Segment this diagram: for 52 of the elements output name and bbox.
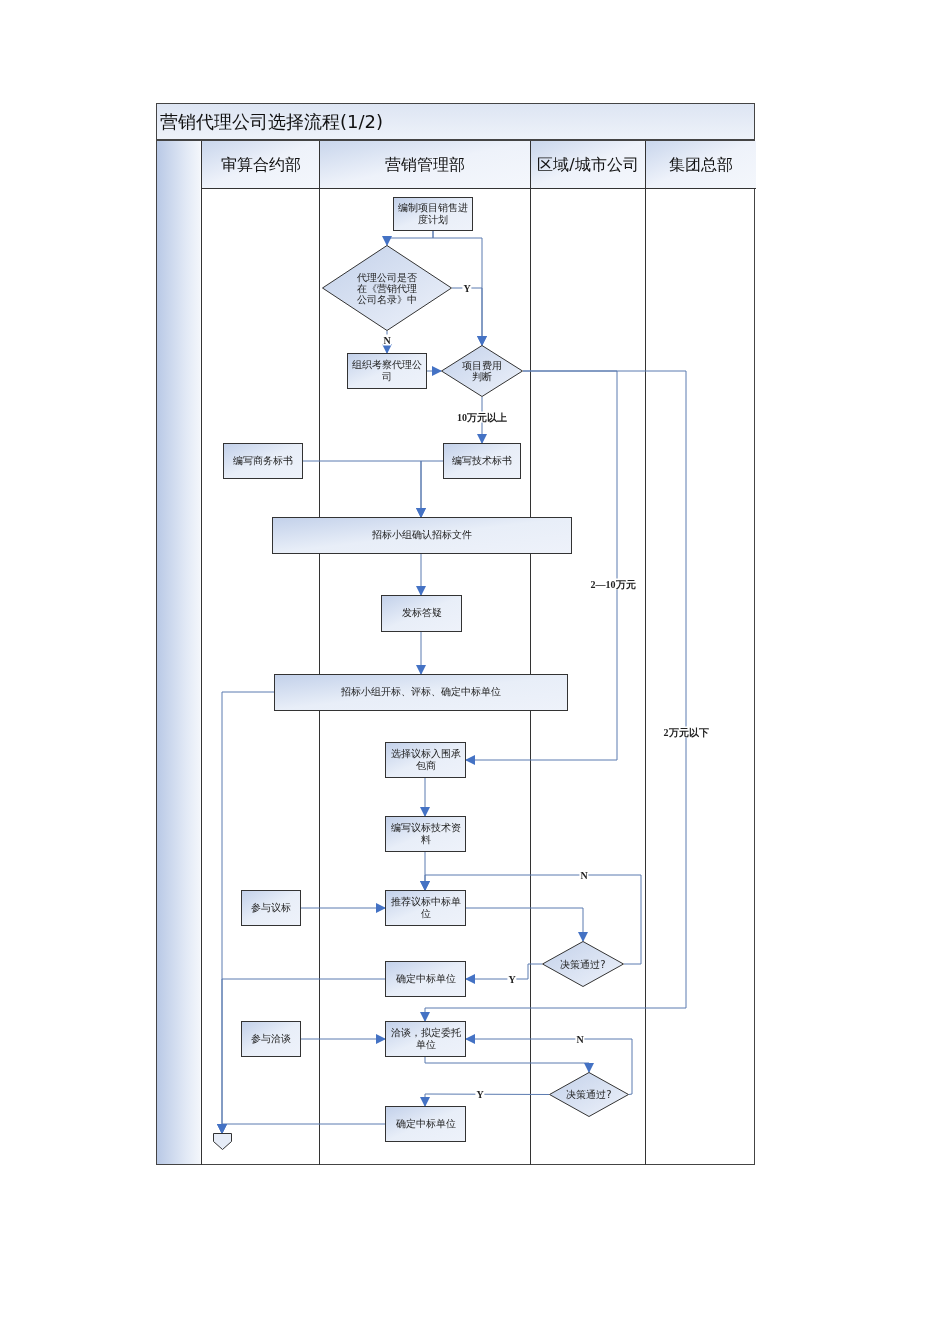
diagram-title: 营销代理公司选择流程(1/2) [157,104,754,141]
lane-header: 审算合约部 [201,141,319,189]
edge-label: Y [507,973,517,985]
process-box: 洽谈，拟定委托单位 [385,1021,466,1057]
edge-label: 2—10万元 [589,578,637,590]
connector-arrow [420,777,430,817]
connector-arrow [416,553,426,596]
process-box: 组织考察代理公司 [347,353,427,389]
decision-diamond: 决策通过? [549,1072,629,1117]
process-box: 编写技术标书 [443,443,521,479]
process-box: 参与洽谈 [241,1021,301,1057]
edge-label: N [382,334,392,346]
edge-label: Y [475,1088,485,1100]
connector-arrow [426,366,442,376]
connector-arrow [420,1093,550,1107]
decision-diamond: 代理公司是否在《营销代理公司名录》中 [322,245,452,331]
connector-arrow [451,287,487,346]
connector-arrow [477,396,487,444]
lane-header: 区域/城市公司 [530,141,645,189]
lane-header: 集团总部 [645,141,756,189]
connector-arrow [465,370,618,765]
process-box: 编写议标技术资料 [385,816,466,852]
connector-arrow [416,631,426,675]
process-box: 选择议标入围承包商 [385,742,466,778]
decision-diamond: 项目费用判断 [441,345,523,397]
off-page-connector [213,1133,232,1150]
process-box: 招标小组开标、评标、确定中标单位 [274,674,568,711]
lane-header: 营销管理部 [319,141,530,189]
process-box: 参与议标 [241,890,301,926]
connector-arrow [416,460,444,518]
process-box: 招标小组确认招标文件 [272,517,572,554]
process-box: 编制项目销售进度计划 [393,197,473,231]
decision-diamond: 决策通过? [542,941,624,987]
process-box: 编写商务标书 [223,443,303,479]
edge-label: 10万元以上 [456,411,508,423]
edge-label: N [575,1033,585,1045]
edge-label: Y [462,282,472,294]
connector-arrow [300,1034,386,1044]
process-box: 发标答疑 [381,595,462,632]
connector-arrow [420,874,642,965]
process-box: 确定中标单位 [385,961,466,997]
process-box: 确定中标单位 [385,1106,466,1142]
connector-arrow [465,907,588,942]
connector-arrow [300,903,386,913]
connector-arrow [465,1034,633,1095]
connector-arrow [217,1123,386,1134]
connector-arrow [465,963,543,984]
edge-label: N [579,869,589,881]
edge-label: 2万元以下 [662,726,710,738]
connector-arrow [424,1056,594,1073]
process-box: 推荐议标中标单位 [385,890,466,926]
connector-arrow [420,370,687,1022]
